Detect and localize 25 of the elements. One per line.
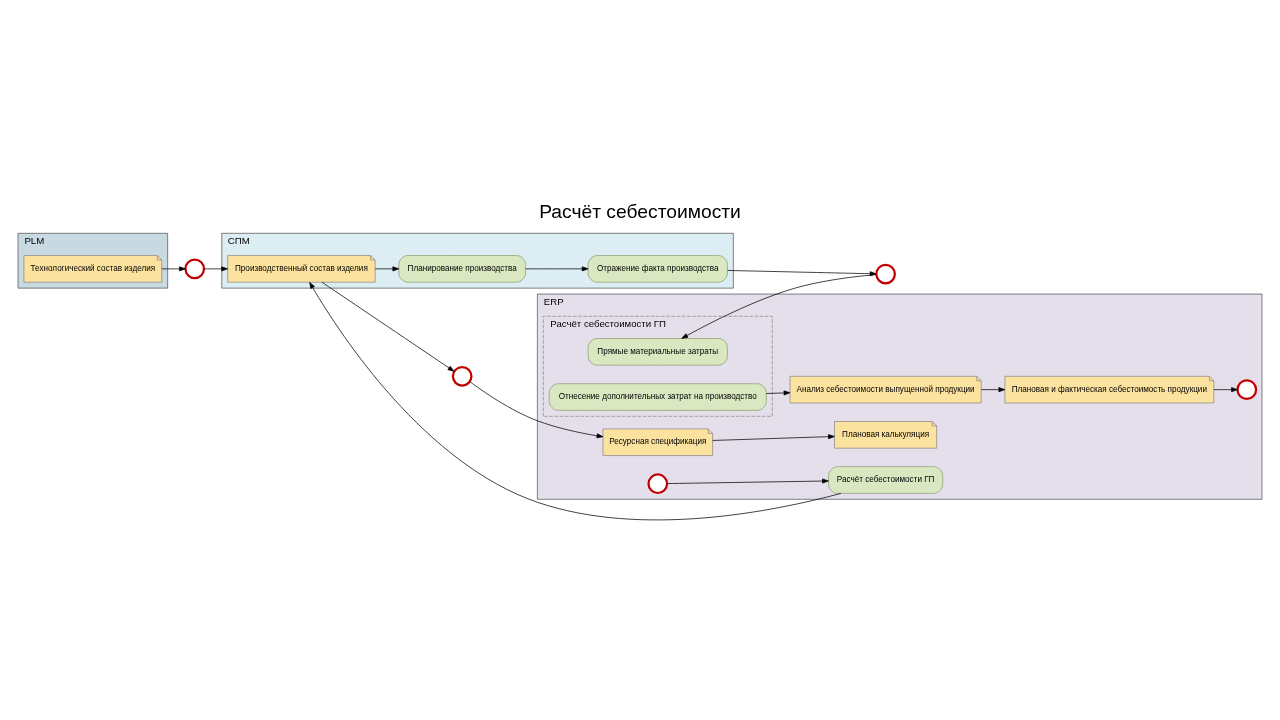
arrow [1213,387,1238,393]
arrow [469,381,604,439]
arrow [712,434,835,441]
node-box: Расчёт себестоимости ГП [828,466,944,494]
arrow [321,281,455,372]
node-circle [647,473,669,495]
node-box: Прямые материальные затраты [587,338,728,366]
diagram-title: Расчёт себестоимости [539,201,741,223]
arrow [309,282,842,521]
node-box: Планирование производства [398,255,526,283]
arrow [161,266,186,272]
arrow [727,270,877,277]
arrow [203,266,228,272]
arrow [525,266,589,272]
arrow [374,266,400,272]
arrow [681,274,877,339]
node-box: Отнесение дополнительных затрат на производство [548,383,767,411]
node-box: Отражение факта производства [587,255,728,283]
node-circle [1236,379,1258,400]
arrow [980,387,1006,393]
arrow [666,478,829,484]
node-circle [184,258,206,280]
arrow [766,390,791,396]
node-circle [875,263,896,285]
node-circle [451,365,473,387]
